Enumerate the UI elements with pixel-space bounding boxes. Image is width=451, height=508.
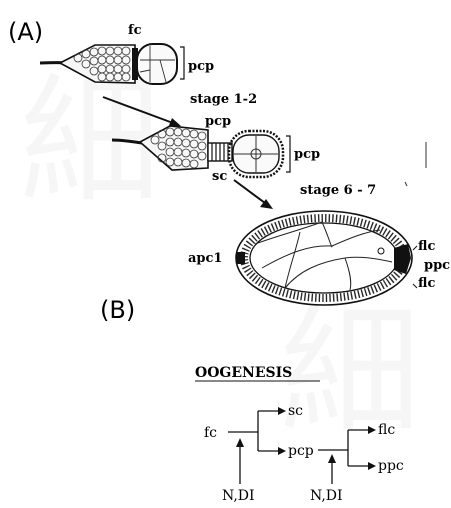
scheme-signal-2: N,DI (310, 488, 343, 504)
scheme-fc: fc (204, 425, 217, 441)
egg-chamber-stage-6-7 (236, 211, 412, 305)
pcp-bracket-1 (180, 47, 184, 79)
scheme-flc: flc (378, 422, 395, 438)
label-stage-6-7: stage 6 - 7 (300, 183, 376, 198)
scheme-sc: sc (288, 403, 303, 419)
scheme-ppc: ppc (378, 458, 404, 474)
scheme-title: OOGENESIS (195, 365, 292, 381)
scheme-pcp: pcp (288, 443, 314, 459)
label-stage-1-2: stage 1-2 (190, 92, 257, 107)
label-pcp-1: pcp (188, 59, 214, 74)
label-pcp-top: pcp (205, 114, 231, 129)
stray-marks (405, 142, 426, 186)
pcp-bracket-2 (286, 136, 290, 172)
panel-b-label: (B) (100, 296, 135, 324)
egg-chamber-2 (229, 131, 283, 177)
label-sc: sc (212, 169, 227, 184)
label-apc1: apc1 (188, 251, 222, 266)
panel-a-label: (A) (8, 18, 43, 46)
label-pcp-2: pcp (294, 147, 320, 162)
label-flc-top: flc (418, 239, 435, 254)
egg-chamber-1 (137, 44, 177, 84)
label-fc: fc (128, 23, 142, 38)
label-ppc: ppc (424, 258, 450, 273)
flc-ticks (413, 246, 417, 288)
label-flc-bottom: flc (418, 276, 435, 291)
arrow-stage67 (234, 180, 273, 209)
scheme-signal-1: N,DI (222, 488, 255, 504)
